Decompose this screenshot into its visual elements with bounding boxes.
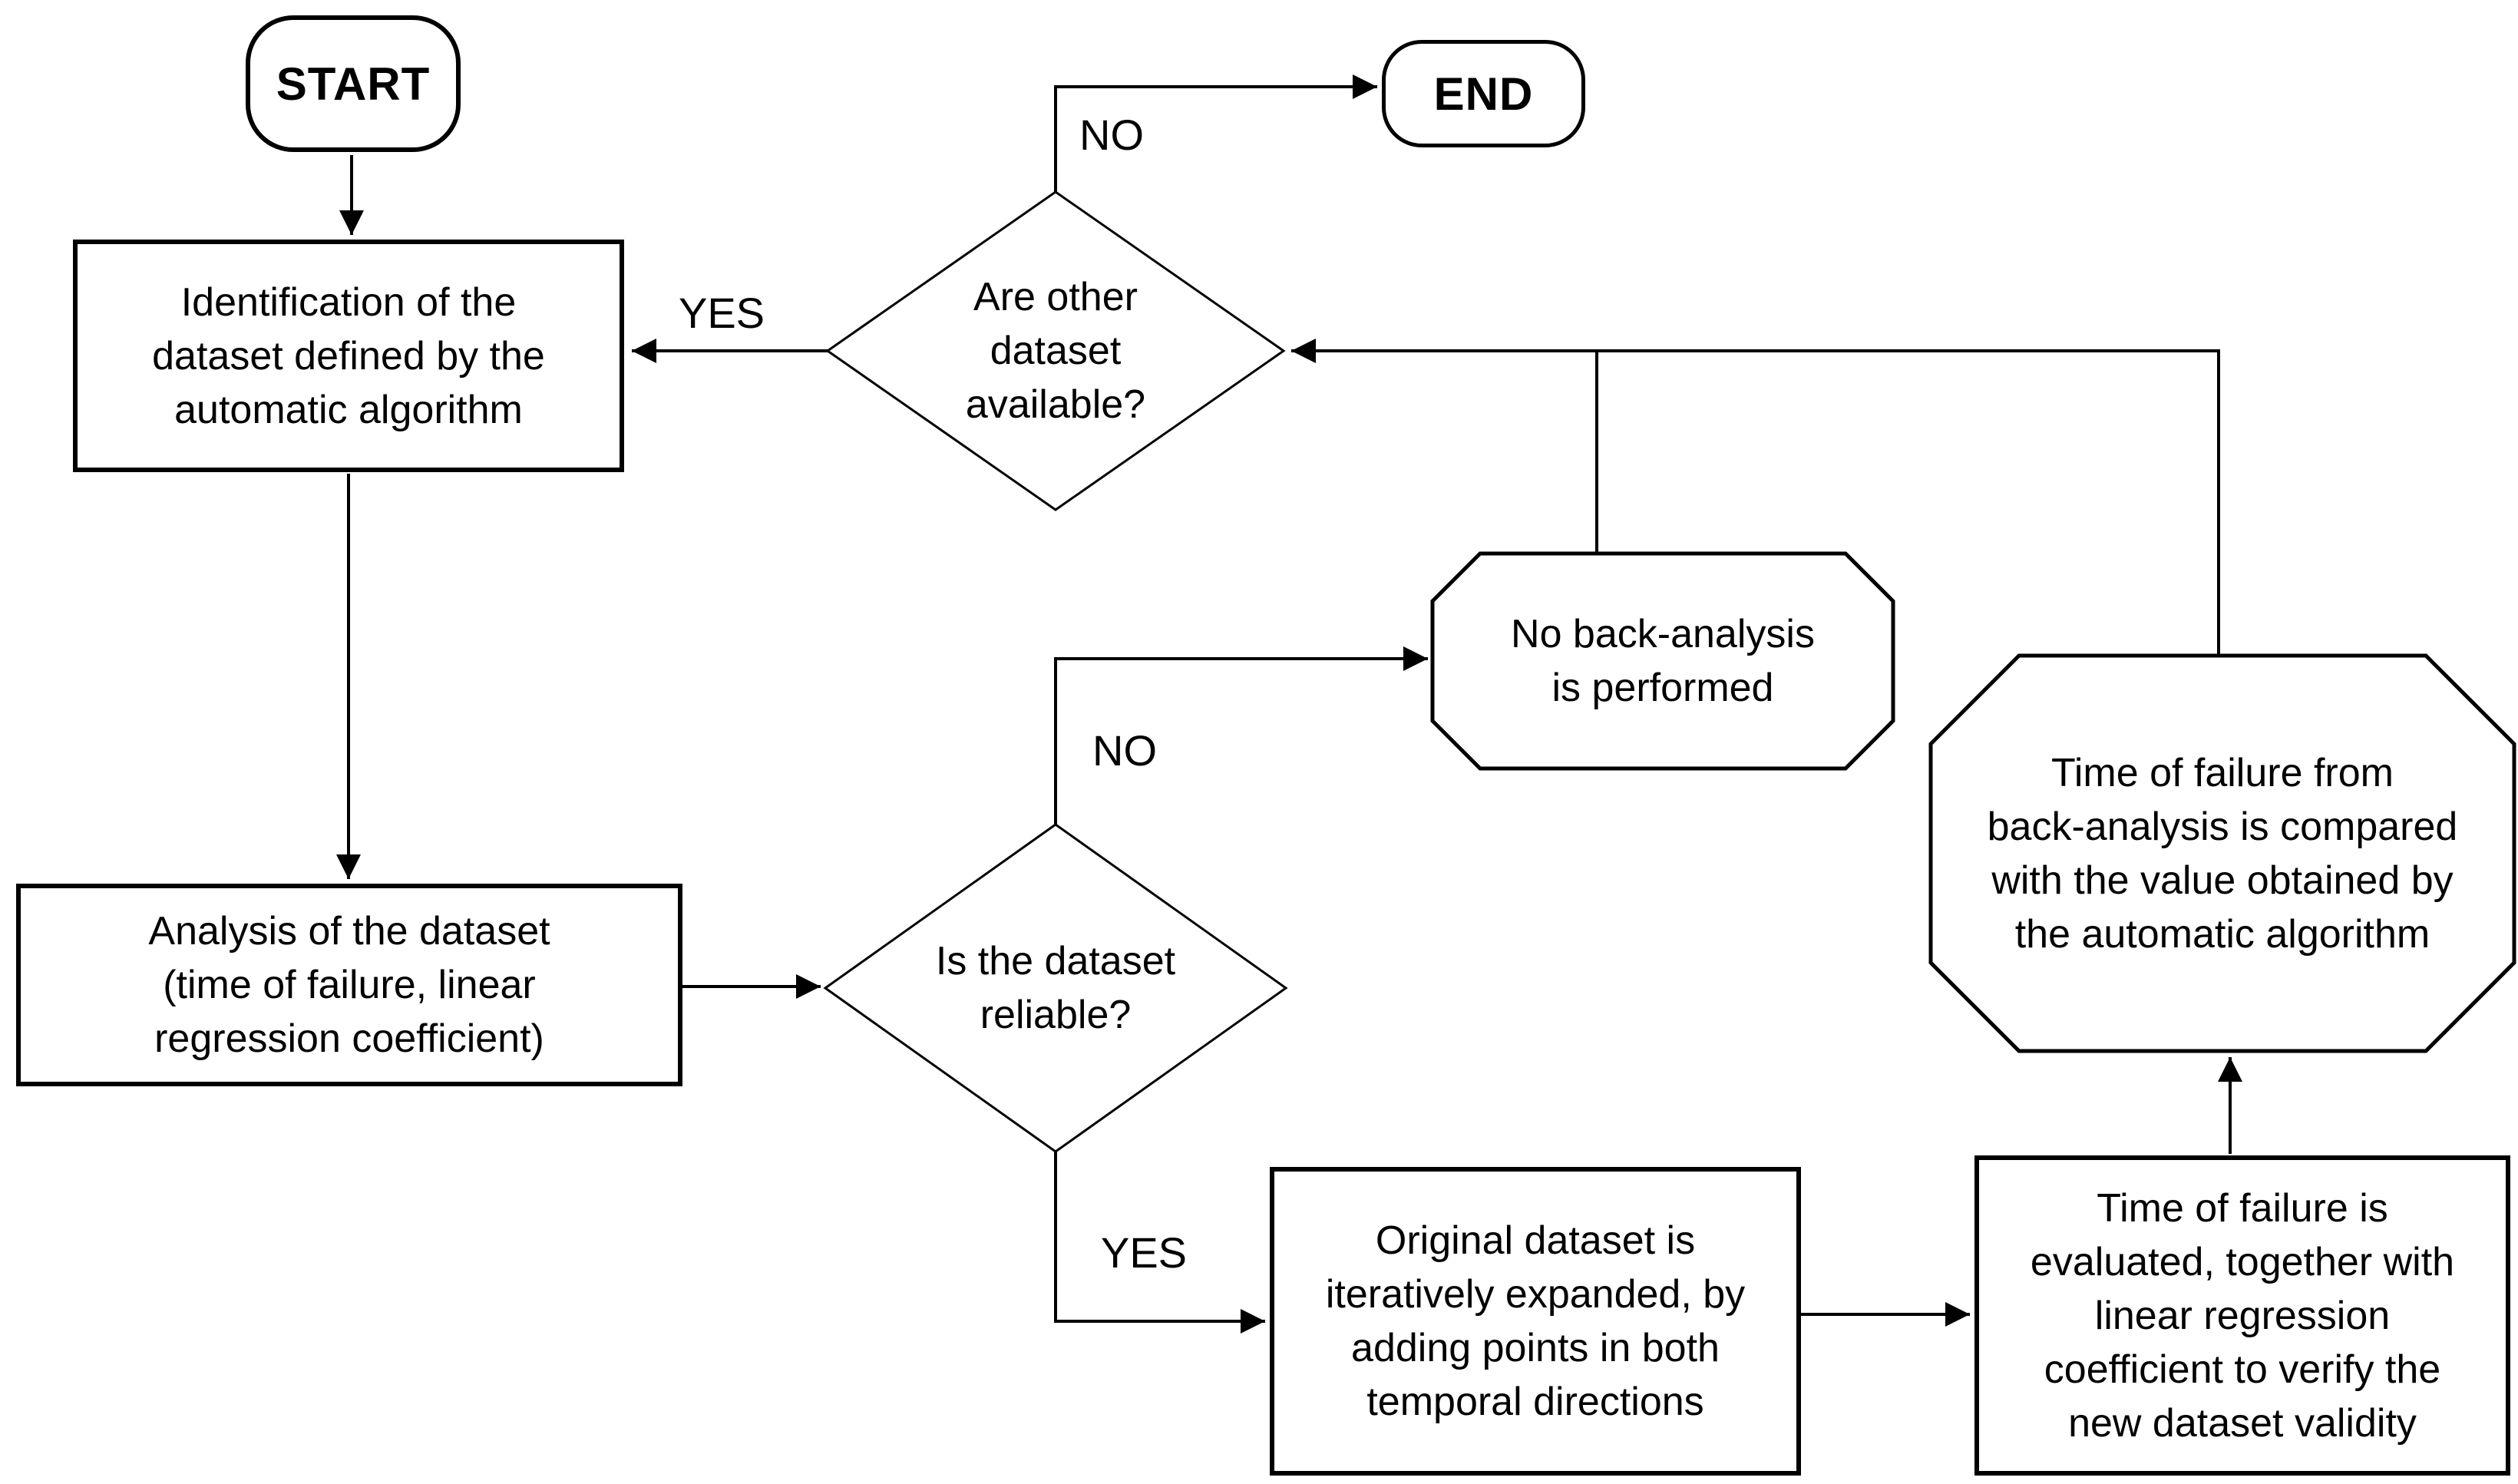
yes-reliable-label: YES <box>1100 1228 1188 1277</box>
expand-label: Original dataset is iteratively expanded… <box>1325 1218 1746 1424</box>
edge-no-reliable-to-no-back-analysis <box>1054 646 1428 825</box>
expand-node: Original dataset is iteratively expanded… <box>1270 1167 1801 1476</box>
no-back-analysis-octagon <box>1430 551 1895 771</box>
other-dataset-label: Are other dataset available? <box>965 275 1146 427</box>
no-back-analysis-node: No back-analysis is performed <box>1440 561 1885 761</box>
evaluate-node: Time of failure is evaluated, together w… <box>1974 1155 2510 1476</box>
no-other-label: NO <box>1079 111 1144 159</box>
other-dataset-diamond <box>825 190 1286 511</box>
analysis-label: Analysis of the dataset (time of failure… <box>148 909 550 1061</box>
no-reliable-label: NO <box>1092 726 1157 775</box>
reliable-diamond <box>823 823 1288 1153</box>
yes-other-label: YES <box>678 289 765 337</box>
end-label: END <box>1433 68 1534 120</box>
edge-no-other-to-end <box>1054 74 1377 192</box>
no-back-analysis-label: No back-analysis is performed <box>1511 612 1815 710</box>
edge-return-to-other-dataset <box>1291 339 2220 654</box>
edge-yes-reliable-to-expand <box>1054 1152 1265 1334</box>
reliable-label: Is the dataset reliable? <box>935 939 1176 1037</box>
compare-node: Time of failure from back-analysis is co… <box>1954 679 2491 1028</box>
end-node: END <box>1382 40 1585 147</box>
analysis-node: Analysis of the dataset (time of failure… <box>16 884 682 1086</box>
start-node: START <box>246 15 461 152</box>
reliable-node: Is the dataset reliable? <box>864 868 1247 1109</box>
identification-node: Identification of the dataset defined by… <box>73 240 624 472</box>
identification-label: Identification of the dataset defined by… <box>152 279 545 432</box>
evaluate-label: Time of failure is evaluated, together w… <box>2030 1185 2455 1446</box>
start-label: START <box>276 58 431 110</box>
other-dataset-node: Are other dataset available? <box>864 230 1247 471</box>
compare-octagon <box>1928 653 2516 1053</box>
compare-label: Time of failure from back-analysis is co… <box>1987 750 2458 957</box>
